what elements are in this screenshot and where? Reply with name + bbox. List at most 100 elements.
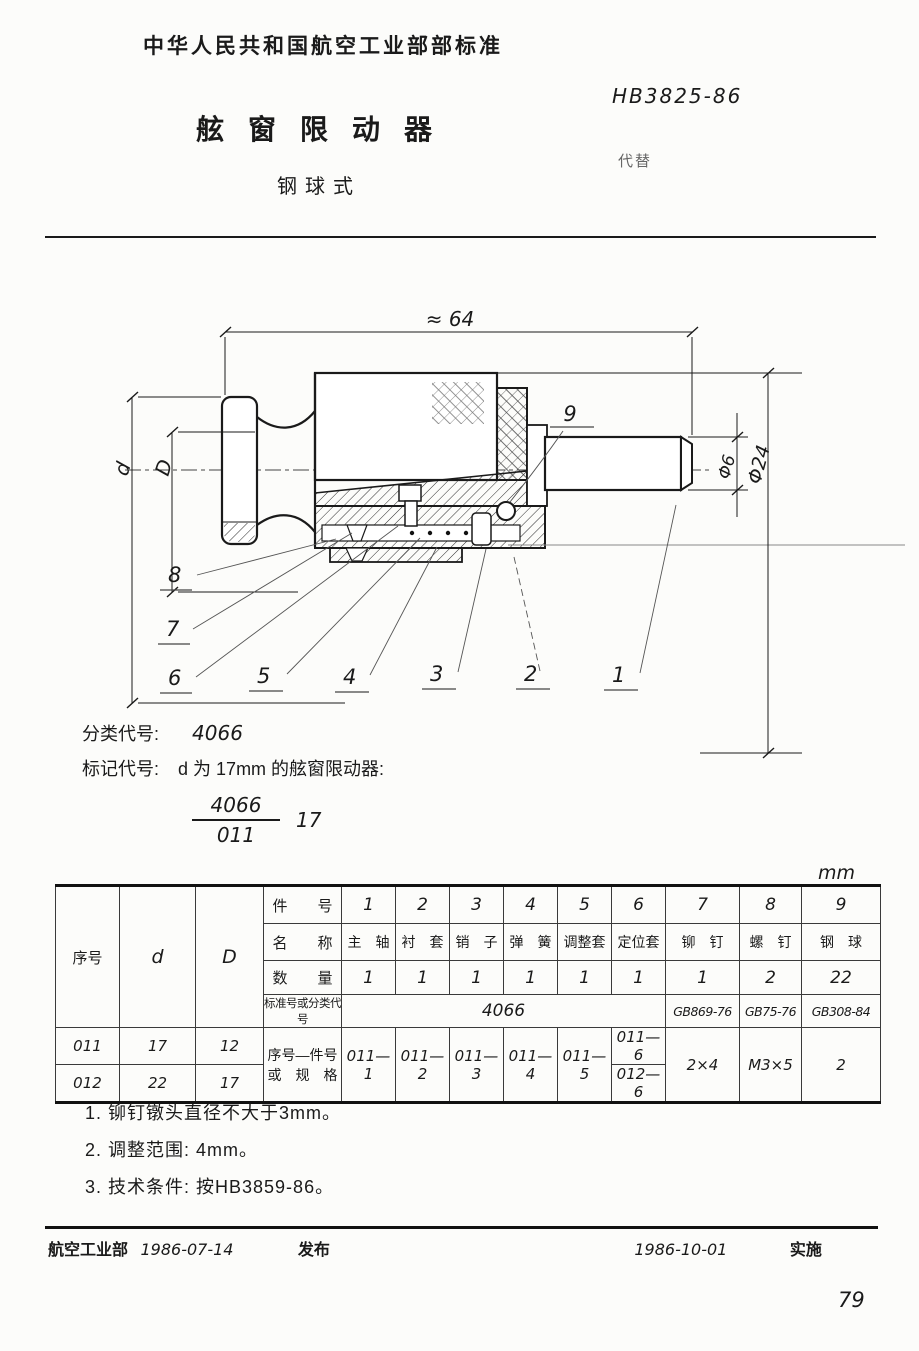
replaces-label: 代替 — [618, 153, 653, 170]
table-row: 012 22 17 012—6 — [55, 1064, 881, 1103]
table-row: 标准号或分类代号 4066 GB869-76 GB75-76 GB308-84 — [56, 994, 881, 1028]
shaft-tip — [680, 435, 693, 492]
spring-plate-channel — [321, 524, 521, 542]
countersunk-rivet — [346, 524, 368, 542]
row-header-spec: 序号—件号 或 规 格 — [263, 1027, 342, 1103]
spec-header-line2: 或 规 格 — [267, 1066, 338, 1083]
bottom-plate-notch — [345, 547, 369, 562]
technical-drawing: ≈ 64 — [109, 307, 905, 759]
fraction-numerator: 4066 — [192, 793, 280, 821]
standard-merged: 4066 — [341, 994, 666, 1028]
part-qty: 22 — [801, 960, 881, 995]
spec-value: 011—5 — [557, 1027, 612, 1103]
spec-value: 011—6 — [611, 1027, 666, 1065]
col-header-D: D — [195, 885, 264, 1028]
callout-label: 7 — [166, 617, 180, 641]
part-name: 销 子 — [449, 923, 504, 961]
footer-issuer: 航空工业部 — [48, 1242, 129, 1259]
dimension-overall-64 — [219, 326, 699, 435]
footer-impl-label: 实施 — [789, 1242, 822, 1259]
spec-ball: 2 — [801, 1027, 881, 1103]
spec-value: 011—1 — [341, 1027, 396, 1103]
rivet-dot — [427, 530, 433, 536]
part-number: 1 — [341, 885, 396, 924]
part-name: 调整套 — [557, 923, 612, 961]
page-number: 79 — [838, 1288, 865, 1312]
spec-rivet: 2×4 — [665, 1027, 740, 1103]
knob-neck-top — [256, 410, 316, 429]
unit-label: mm — [818, 862, 856, 884]
dim-label-D: D — [150, 456, 178, 478]
dimension-phi6 — [688, 413, 748, 517]
part-qty: 1 — [503, 960, 558, 995]
part-qty: 1 — [557, 960, 612, 995]
callout-labels: 8 7 6 5 4 3 2 1 — [166, 563, 625, 690]
fraction-denominator: 011 — [216, 823, 256, 847]
knurled-collar — [496, 387, 528, 481]
part-qty: 1 — [611, 960, 666, 995]
callout-label: 1 — [612, 663, 625, 687]
part-name: 钢 球 — [801, 923, 881, 961]
leader-line — [509, 430, 564, 503]
part-name: 定位套 — [611, 923, 666, 961]
D-value: 17 — [195, 1064, 264, 1103]
standard-gb: GB308-84 — [801, 994, 881, 1028]
part-name: 衬 套 — [395, 923, 450, 961]
row-header-quantity: 数 量 — [263, 960, 342, 995]
callout-label: 5 — [257, 664, 270, 688]
rivet-dot — [409, 530, 415, 536]
part-number: 6 — [611, 885, 666, 924]
part-name: 铆 钉 — [665, 923, 740, 961]
dimension-D — [166, 426, 298, 598]
dimension-phi24 — [498, 367, 802, 759]
part-qty: 1 — [395, 960, 450, 995]
d-value: 17 — [119, 1027, 196, 1065]
col-header-d: d — [119, 885, 196, 1028]
callout-label: 9 — [563, 402, 576, 426]
table-row: 数 量 1 1 1 1 1 1 1 2 22 — [56, 960, 881, 995]
header-divider — [45, 236, 876, 238]
table-row: 序号 d D 件 号 1 2 3 4 5 6 7 8 9 — [55, 885, 881, 1028]
steel-ball — [496, 501, 516, 521]
spec-value: 011—4 — [503, 1027, 558, 1103]
spec-value: 011—3 — [449, 1027, 504, 1103]
standard-number: HB3825-86 — [612, 84, 743, 108]
footer-issue-date: 1986-07-14 — [140, 1240, 234, 1259]
callout-underlines — [158, 589, 638, 694]
D-value: 12 — [195, 1027, 264, 1065]
callout-label: 6 — [168, 666, 181, 690]
part-qty: 1 — [449, 960, 504, 995]
note-line: 1. 铆钉镦头直径不大于3mm。 — [85, 1103, 342, 1123]
serial-value: 012 — [55, 1064, 120, 1103]
org-header: 中华人民共和国航空工业部部标准 — [143, 35, 503, 58]
dim-label-phi6: Φ6 — [715, 453, 741, 482]
table-row: 名 称 主 轴 衬 套 销 子 弹 簧 调整套 定位套 铆 钉 螺 钉 钢 球 — [56, 923, 881, 961]
dim-label-overall: ≈ 64 — [426, 307, 475, 331]
classification-value: 4066 — [192, 721, 243, 745]
part-number: 5 — [557, 885, 612, 924]
spec-screw: M3×5 — [739, 1027, 802, 1103]
notes-block: 1. 铆钉镦头直径不大于3mm。 2. 调整范围: 4mm。 3. 技术条件: … — [85, 1095, 341, 1206]
row-header-name: 名 称 — [263, 923, 342, 961]
screw-head — [398, 484, 422, 502]
part-qty: 2 — [739, 960, 802, 995]
standard-gb: GB75-76 — [739, 994, 802, 1028]
marking-code-line: 标记代号: d 为 17mm 的舷窗限动器: — [82, 755, 384, 781]
part-number: 2 — [395, 885, 450, 924]
marking-size-value: 17 — [296, 808, 322, 832]
main-shaft — [543, 435, 683, 492]
callout-label: 8 — [168, 563, 181, 587]
table-row: 011 17 12 序号—件号 或 规 格 011—1 011—2 011—3 … — [55, 1027, 881, 1103]
dim-label-phi24: Φ24 — [744, 443, 775, 487]
classification-code-line: 分类代号: 4066 — [82, 720, 243, 746]
knurl-patch — [432, 382, 484, 424]
part-name: 螺 钉 — [739, 923, 802, 961]
page-title: 舷窗限动器 — [196, 114, 457, 145]
parts-table: 序号 d D 件 号 1 2 3 4 5 6 7 8 9 名 称 主 轴 衬 套… — [55, 884, 881, 1104]
standard-gb: GB869-76 — [665, 994, 740, 1028]
locating-plunger — [471, 512, 492, 546]
flange-section-hatch — [224, 523, 255, 542]
marking-description: d 为 17mm 的舷窗限动器: — [178, 759, 385, 779]
footer-issue-label: 发布 — [297, 1242, 330, 1259]
